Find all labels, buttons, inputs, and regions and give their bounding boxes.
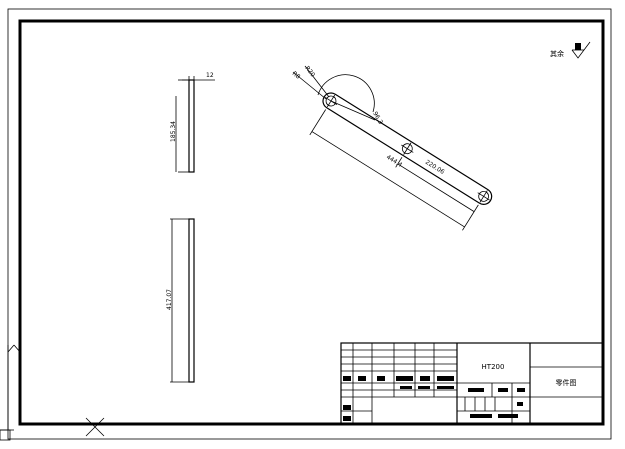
roughness-symbol: 其余 [550,41,591,59]
short-bar-view: 12 185.34 [170,72,215,173]
dim-top-width: 12 [206,72,214,79]
dim-radius-r8: R8 [291,70,302,81]
material-label: HT200 [482,363,505,371]
roughness-label: 其余 [550,49,564,58]
dim-radius-r20: R20 [303,65,316,79]
long-bar [188,218,195,383]
ucs-icon [0,344,21,441]
cross-marker-icon [85,417,105,437]
drawing-name: 零件图 [556,378,577,387]
title-block: HT200 零件图 [340,342,604,425]
dim-total-length: 444.4 [385,154,403,169]
arm-view: R20 R8 96.3 444.4 220.06 [291,65,493,231]
angle-arc [317,74,375,113]
long-bar-view: 417.07 [166,218,195,383]
roughness-check-icon [571,41,591,59]
inner-frame [18,19,605,426]
outer-border [7,8,612,440]
dim-long-length: 417.07 [166,289,173,310]
short-bar [188,79,195,173]
arm-outline [322,92,493,205]
dim-short-length: 185.34 [170,121,177,142]
